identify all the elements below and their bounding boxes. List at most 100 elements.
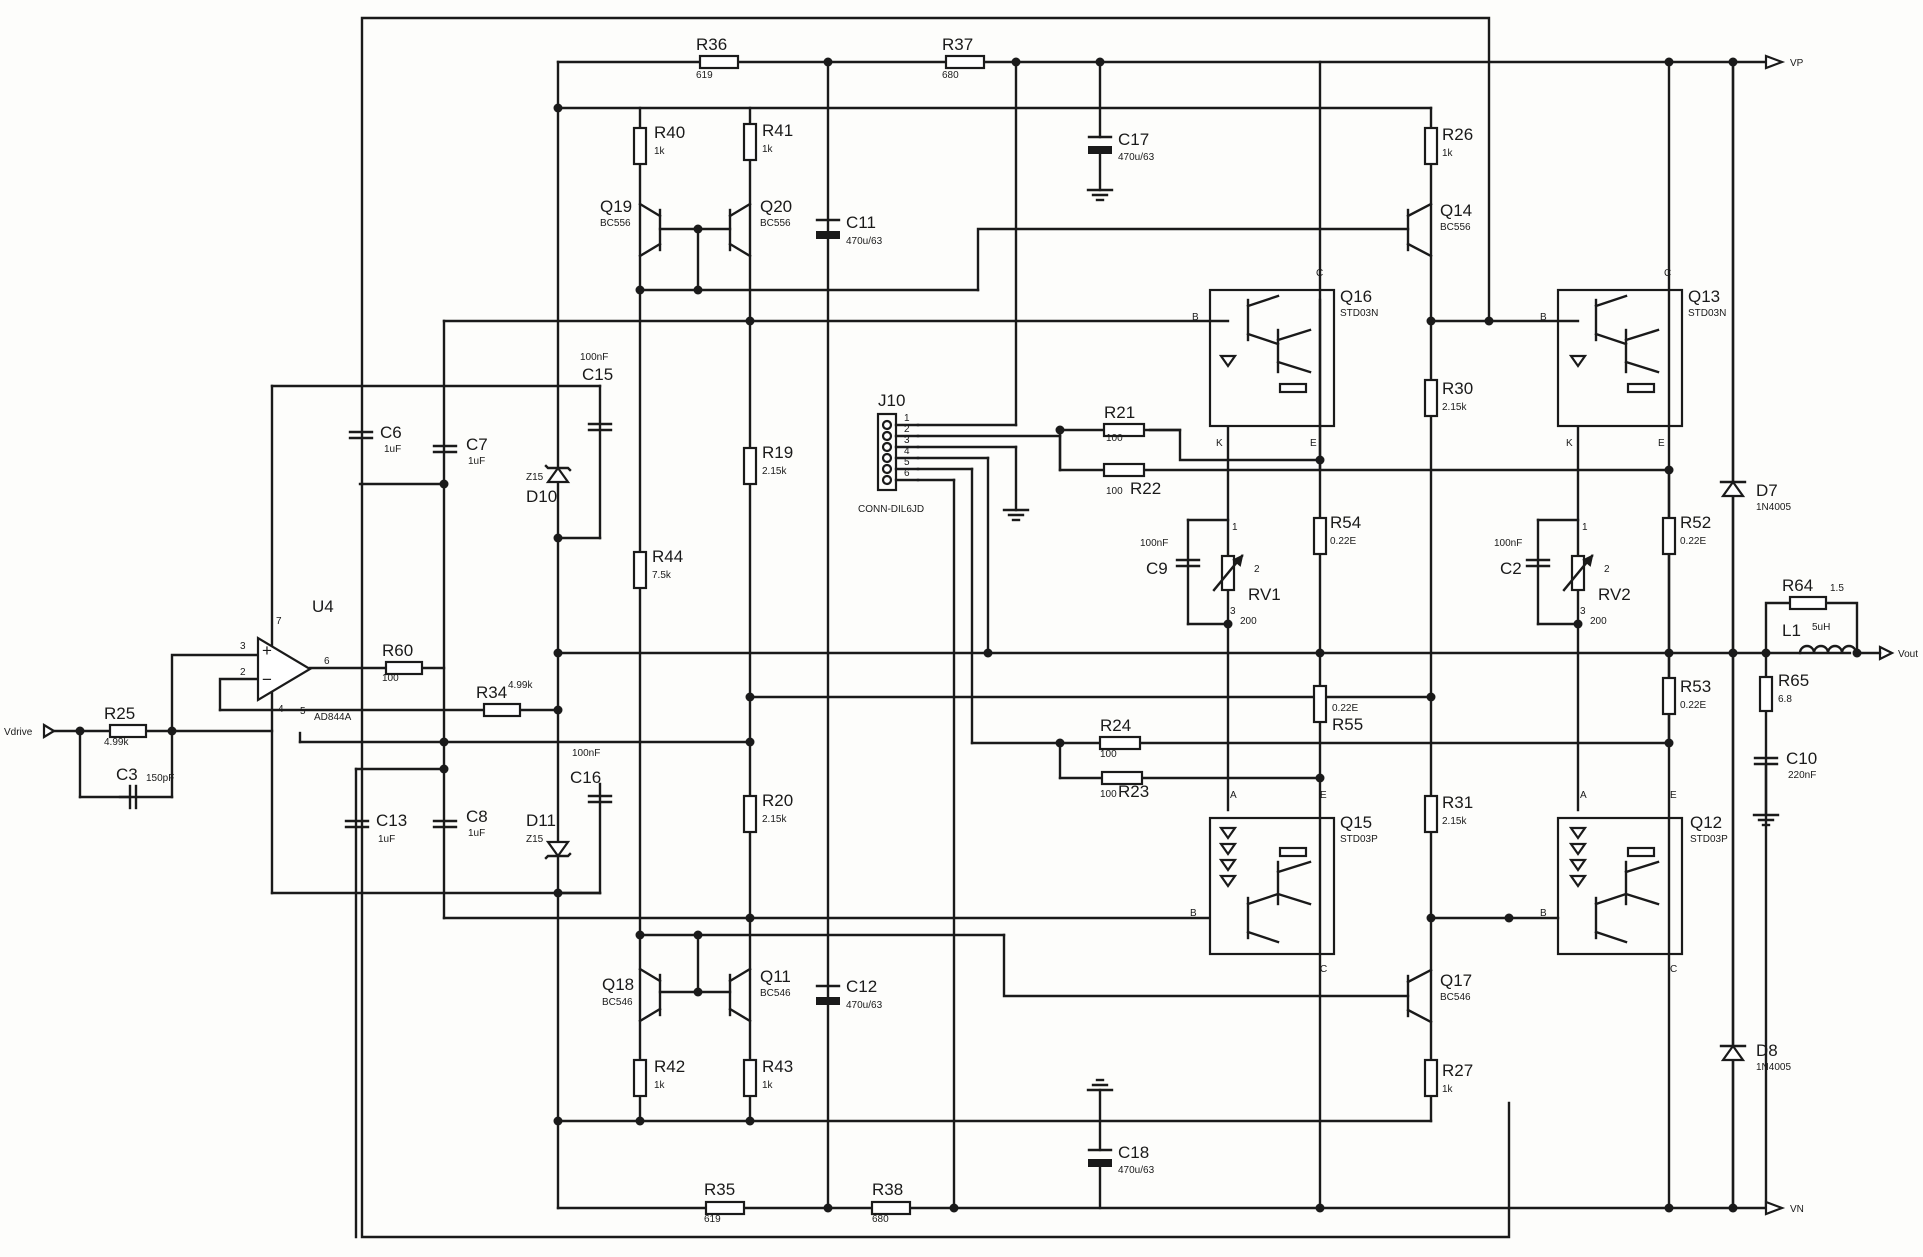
d11-value: Z15 (526, 834, 544, 845)
r34-ref: R34 (476, 683, 507, 702)
resistor-r24 (1098, 735, 1142, 751)
resistor-r22 (1102, 462, 1146, 478)
u4-pin2: 2 (240, 667, 246, 678)
q15-pin-a: A (1230, 790, 1237, 801)
resistor-r26 (1423, 126, 1439, 166)
q15-pin-b: B (1190, 908, 1197, 919)
vp-label: VP (1790, 58, 1804, 69)
power-modules: Q16 STD03N C B K E Q13 STD03N C B K E Q1… (1190, 268, 1728, 975)
ground-icon (1086, 1078, 1114, 1092)
rv2-pin2: 2 (1604, 564, 1610, 575)
q15-ref: Q15 (1340, 813, 1372, 832)
vout-label: Vout (1898, 649, 1918, 660)
d10-value: Z15 (526, 472, 544, 483)
q11-value: BC546 (760, 988, 791, 999)
q14-ref: Q14 (1440, 201, 1472, 220)
r25-value: 4.99k (104, 737, 129, 748)
r53-value: 0.22E (1680, 700, 1706, 711)
trim-pots: RV1 200 1 2 3 RV2 200 1 2 3 (1212, 522, 1631, 627)
r19-ref: R19 (762, 443, 793, 462)
q13-pin-e: E (1658, 438, 1665, 449)
q19-value: BC556 (600, 218, 631, 229)
r35-value: 619 (704, 1214, 721, 1225)
junctions (75, 57, 1862, 1213)
q20-ref: Q20 (760, 197, 792, 216)
c11-value: 470u/63 (846, 236, 883, 247)
c3-value: 150pF (146, 773, 174, 784)
c13-ref: C13 (376, 811, 407, 830)
rv2-value: 200 (1590, 616, 1607, 627)
r21-value: 100 (1106, 433, 1123, 444)
q15-pin-c: C (1320, 964, 1327, 975)
r25-ref: R25 (104, 704, 135, 723)
q13-pin-c: C (1664, 268, 1671, 279)
r38-value: 680 (872, 1214, 889, 1225)
resistor-r23 (1100, 770, 1144, 786)
q14-value: BC556 (1440, 222, 1471, 233)
r30-value: 2.15k (1442, 402, 1467, 413)
r52-value: 0.22E (1680, 536, 1706, 547)
u4-pin5: 5 (300, 706, 306, 717)
j10-pin1: 1 (904, 413, 910, 424)
c10-value: 220nF (1788, 770, 1816, 781)
q13-pin-k: K (1566, 438, 1573, 449)
c18-ref: C18 (1118, 1143, 1149, 1162)
diode-d8 (1720, 1044, 1746, 1062)
r41-ref: R41 (762, 121, 793, 140)
r26-ref: R26 (1442, 125, 1473, 144)
rv2-pin3: 3 (1580, 606, 1586, 617)
resistor-r42 (632, 1058, 648, 1098)
q12-pin-a: A (1580, 790, 1587, 801)
c7-value: 1uF (468, 456, 485, 467)
q16-pin-c: C (1316, 268, 1323, 279)
c9-ref: C9 (1146, 559, 1168, 578)
ground-icon (1086, 188, 1114, 202)
r43-value: 1k (762, 1080, 774, 1091)
r22-value: 100 (1106, 486, 1123, 497)
q16-value: STD03N (1340, 308, 1378, 319)
q17-ref: Q17 (1440, 971, 1472, 990)
resistor-r65 (1758, 675, 1774, 713)
resistor-r60 (384, 660, 424, 676)
c13-value: 1uF (378, 834, 395, 845)
c16-ref: C16 (570, 768, 601, 787)
r42-value: 1k (654, 1080, 666, 1091)
r21-ref: R21 (1104, 403, 1135, 422)
q11-ref: Q11 (760, 967, 791, 986)
r34-value: 4.99k (508, 680, 533, 691)
small-transistors: Q19 BC556 Q20 BC556 Q14 BC556 Q18 BC546 … (600, 197, 1472, 1024)
c2-ref: C2 (1500, 559, 1522, 578)
resistor-r54 (1312, 516, 1328, 556)
c12-ref: C12 (846, 977, 877, 996)
q15-pin-e: E (1320, 790, 1327, 801)
u4-pin3: 3 (240, 641, 246, 652)
resistor-r43 (742, 1058, 758, 1098)
c6-ref: C6 (380, 423, 402, 442)
r38-ref: R38 (872, 1180, 903, 1199)
r31-ref: R31 (1442, 793, 1473, 812)
j10-pin3: 3 (904, 435, 910, 446)
resistor-r36 (698, 54, 740, 70)
r23-value: 100 (1100, 789, 1117, 800)
vn-arrow (1764, 1200, 1786, 1216)
c15-ref: C15 (582, 365, 613, 384)
r55-value: 0.22E (1332, 703, 1358, 714)
q13-value: STD03N (1688, 308, 1726, 319)
rv1-pin1: 1 (1232, 522, 1238, 533)
r43-ref: R43 (762, 1057, 793, 1076)
capacitors: C3 150pF C6 1uF C7 1uF C13 1uF C8 1uF 10… (116, 60, 1817, 1210)
j10-pin6: 6 (904, 468, 910, 479)
u4-pin4: 4 (278, 704, 284, 715)
d8-ref: D8 (1756, 1041, 1778, 1060)
l1-ref: L1 (1782, 621, 1801, 640)
resistor-r37 (944, 54, 986, 70)
q16-pin-k: K (1216, 438, 1223, 449)
c7-ref: C7 (466, 435, 488, 454)
rv2-ref: RV2 (1598, 585, 1631, 604)
resistor-r21 (1102, 422, 1146, 438)
r44-value: 7.5k (652, 570, 672, 581)
c8-value: 1uF (468, 828, 485, 839)
zener-d11 (545, 840, 571, 858)
module-q13 (1556, 288, 1684, 428)
